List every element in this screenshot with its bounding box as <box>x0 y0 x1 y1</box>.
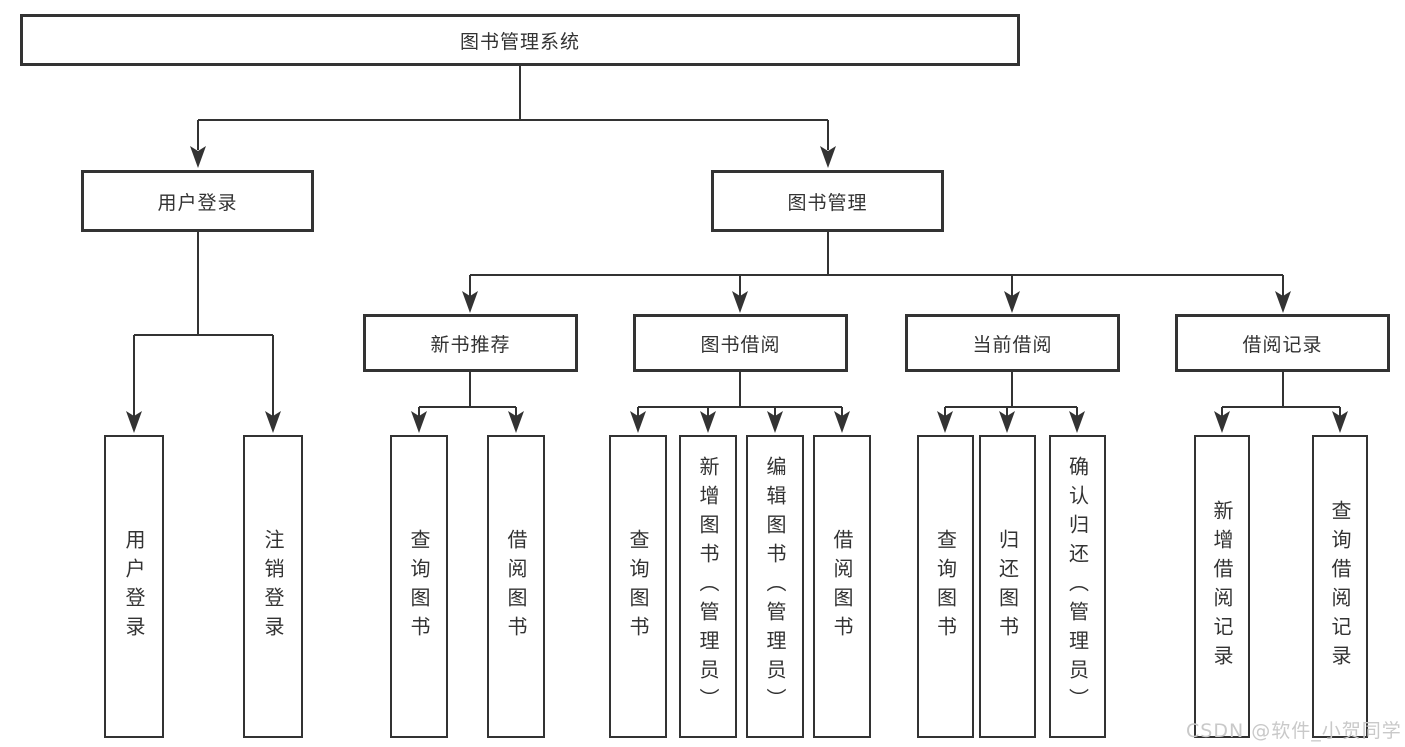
leaf-borrow-books-recommend: 借阅图书 <box>487 435 545 738</box>
leaf-logout-login: 注销登录 <box>243 435 303 738</box>
node-label: 借阅图书 <box>830 528 854 645</box>
leaf-query-books-recommend: 查询图书 <box>390 435 448 738</box>
node-label: 查询图书 <box>626 528 650 645</box>
node-label: 新增图书（管理员） <box>696 456 720 717</box>
leaf-return-books: 归还图书 <box>979 435 1036 738</box>
node-label: 图书管理系统 <box>459 30 580 53</box>
node-label: 注销登录 <box>261 528 285 645</box>
leaf-add-books-admin: 新增图书（管理员） <box>679 435 737 738</box>
node-label: 借阅图书 <box>504 528 528 645</box>
node-label: 新增借阅记录 <box>1210 499 1234 674</box>
node-label: 用户登录 <box>122 528 146 645</box>
node-current-borrowing: 当前借阅 <box>905 314 1120 372</box>
node-label: 用户登录 <box>157 191 238 214</box>
node-label: 新书推荐 <box>430 333 511 356</box>
node-library-management-system: 图书管理系统 <box>20 14 1020 66</box>
leaf-query-books-borrowing: 查询图书 <box>609 435 667 738</box>
node-label: 确认归还（管理员） <box>1065 456 1090 717</box>
leaf-add-borrowing-record: 新增借阅记录 <box>1194 435 1250 738</box>
leaf-confirm-return-admin: 确认归还（管理员） <box>1049 435 1106 738</box>
node-label: 编辑图书（管理员） <box>763 456 787 717</box>
leaf-query-borrowing-record: 查询借阅记录 <box>1312 435 1368 738</box>
node-book-management: 图书管理 <box>711 170 944 232</box>
node-label: 借阅记录 <box>1242 333 1323 356</box>
leaf-query-books-current: 查询图书 <box>917 435 974 738</box>
leaf-edit-books-admin: 编辑图书（管理员） <box>746 435 804 738</box>
node-label: 查询图书 <box>407 528 431 645</box>
node-label: 归还图书 <box>995 528 1020 645</box>
leaf-borrow-books-borrowing: 借阅图书 <box>813 435 871 738</box>
node-label: 查询借阅记录 <box>1328 499 1352 674</box>
node-new-book-recommendation: 新书推荐 <box>363 314 578 372</box>
node-book-borrowing: 图书借阅 <box>633 314 848 372</box>
csdn-watermark: CSDN @软件_小贺同学 <box>1186 720 1402 742</box>
node-user-login: 用户登录 <box>81 170 314 232</box>
node-label: 当前借阅 <box>972 333 1053 356</box>
node-borrowing-records: 借阅记录 <box>1175 314 1390 372</box>
leaf-user-login: 用户登录 <box>104 435 164 738</box>
node-label: 图书借阅 <box>700 333 781 356</box>
node-label: 图书管理 <box>787 191 868 214</box>
node-label: 查询图书 <box>933 528 958 645</box>
